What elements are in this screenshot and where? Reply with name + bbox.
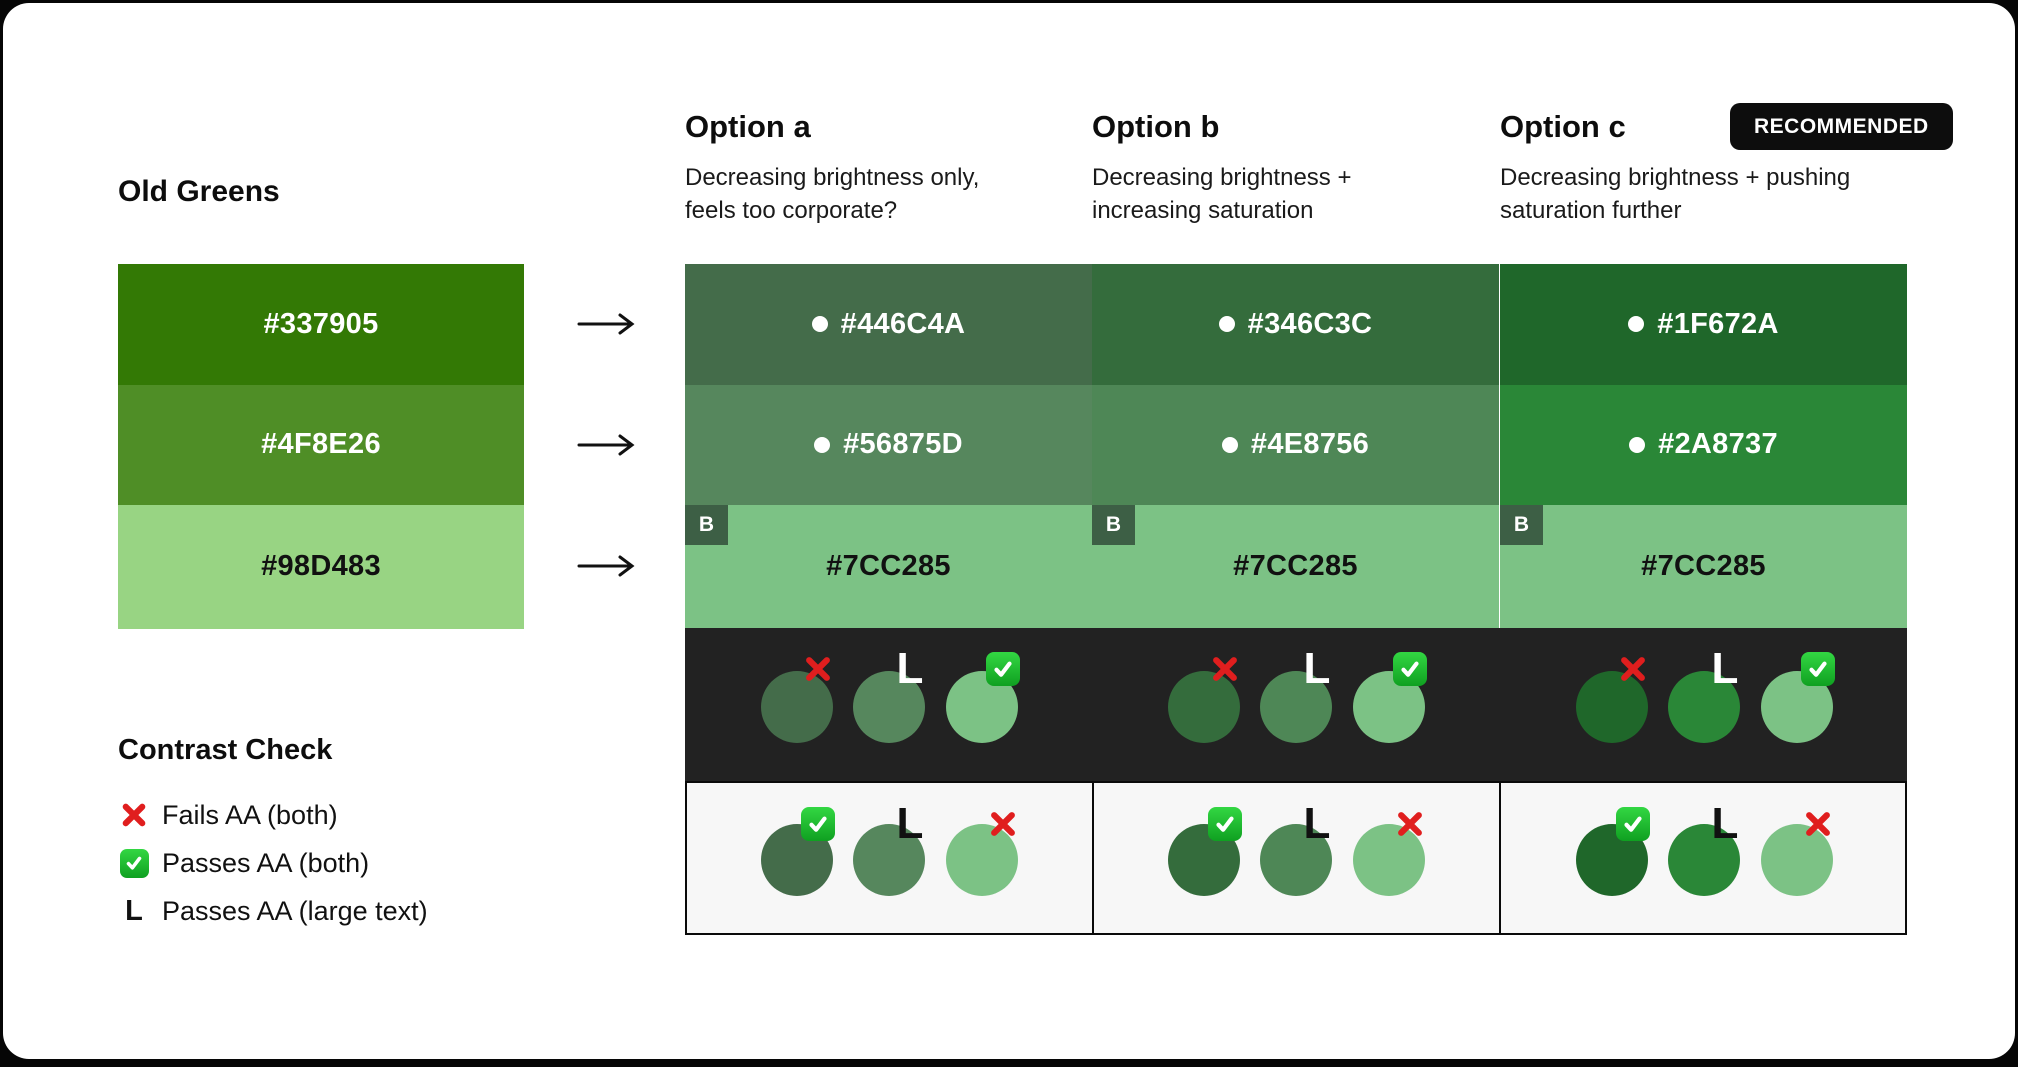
fail-icon [986, 807, 1020, 841]
contrast-check-legend: Contrast Check Fails AA (both) Passes AA… [118, 734, 428, 935]
hex-label: #56875D [843, 428, 963, 461]
base-badge: B [685, 505, 728, 545]
legend-item-passes-large: L Passes AA (large text) [118, 887, 428, 935]
legend-label: Fails AA (both) [162, 799, 338, 830]
large-text-marker: L [1711, 644, 1739, 693]
swatch-cell: B #7CC285 [1092, 505, 1499, 629]
contrast-circle [1260, 824, 1332, 896]
pass-icon [1801, 652, 1835, 686]
option-a-description: Decreasing brightness only, feels too co… [685, 164, 980, 224]
bullet-dot-icon [1221, 436, 1238, 453]
bullet-dot-icon [811, 316, 828, 333]
dark-contrast-panel: L L L [685, 628, 1907, 781]
large-text-marker: L [896, 644, 924, 693]
option-c-swatches: #1F672A #2A8737 B #7CC285 [1500, 264, 1907, 629]
bullet-dot-icon [1629, 436, 1646, 453]
contrast-circle [1668, 671, 1740, 743]
large-text-marker: L [125, 894, 143, 927]
contrast-circle [853, 671, 925, 743]
swatch-cell: #56875D [685, 384, 1092, 505]
option-b-swatches: #346C3C #4E8756 B #7CC285 [1092, 264, 1499, 629]
hex-label: #7CC285 [826, 550, 951, 583]
fail-icon [1393, 807, 1427, 841]
large-text-marker: L [1303, 644, 1331, 693]
bullet-dot-icon [1218, 316, 1235, 333]
hex-label: #446C4A [840, 307, 966, 340]
legend-label: Passes AA (large text) [162, 895, 428, 926]
contrast-circle [1668, 824, 1740, 896]
swatch-cell: B #7CC285 [1500, 505, 1907, 629]
swatch-cell: #446C4A [685, 264, 1092, 385]
hex-label: #98D483 [261, 550, 381, 583]
arrow-right-icon [577, 434, 637, 456]
hex-label: #7CC285 [1641, 550, 1766, 583]
option-a-swatches: #446C4A #56875D B #7CC285 [685, 264, 1092, 629]
palette-card: Old Greens #337905 #4F8E26 #98D483 Optio… [3, 3, 2015, 1059]
hex-label: #4F8E26 [261, 428, 381, 461]
contrast-circle [1353, 824, 1425, 896]
hex-label: #1F672A [1657, 307, 1779, 340]
option-b-title: Option b [1092, 109, 1220, 144]
option-c-title: Option c [1500, 109, 1626, 144]
old-swatch-3: #98D483 [118, 505, 524, 629]
bullet-dot-icon [1628, 316, 1645, 333]
legend-item-passes: Passes AA (both) [118, 839, 428, 887]
pass-icon [118, 848, 150, 878]
pass-icon [986, 652, 1020, 686]
swatch-cell: B #7CC285 [685, 505, 1092, 629]
bullet-dot-icon [814, 436, 831, 453]
arrow-right-icon [577, 555, 637, 577]
legend-title: Contrast Check [118, 734, 333, 766]
fail-icon [801, 652, 835, 686]
recommended-badge: RECOMMENDED [1730, 103, 1953, 150]
panel-divider [1092, 783, 1094, 933]
hex-label: #2A8737 [1658, 428, 1778, 461]
contrast-circle [1761, 824, 1833, 896]
swatch-cell: #2A8737 [1500, 384, 1907, 505]
option-a-title: Option a [685, 109, 811, 144]
contrast-circle [1260, 671, 1332, 743]
hex-label: #346C3C [1247, 307, 1373, 340]
fail-icon [118, 801, 150, 829]
hex-label: #337905 [263, 307, 379, 340]
hex-label: #7CC285 [1233, 550, 1358, 583]
base-badge: B [1500, 505, 1543, 545]
swatch-cell: #1F672A [1500, 264, 1907, 385]
contrast-circle [1576, 671, 1648, 743]
large-text-marker: L [1303, 799, 1331, 848]
arrow-right-icon [577, 313, 637, 335]
pass-icon [1616, 807, 1650, 841]
option-c-description: Decreasing brightness + pushing saturati… [1500, 164, 1851, 224]
legend-label: Passes AA (both) [162, 847, 370, 878]
swatch-cell: #346C3C [1092, 264, 1499, 385]
pass-icon [801, 807, 835, 841]
old-swatch-2: #4F8E26 [118, 384, 524, 505]
contrast-circle [1168, 671, 1240, 743]
fail-icon [1208, 652, 1242, 686]
old-swatch-1: #337905 [118, 264, 524, 385]
contrast-circle [946, 824, 1018, 896]
fail-icon [1616, 652, 1650, 686]
panel-divider [1499, 783, 1501, 933]
old-greens-title: Old Greens [118, 175, 280, 208]
large-text-marker: L [1711, 799, 1739, 848]
light-contrast-panel: L L L [685, 781, 1907, 935]
contrast-circle [761, 671, 833, 743]
old-greens-swatches: #337905 #4F8E26 #98D483 [118, 264, 524, 629]
pass-icon [1393, 652, 1427, 686]
option-b-description: Decreasing brightness + increasing satur… [1092, 164, 1352, 224]
legend-item-fails: Fails AA (both) [118, 791, 428, 839]
fail-icon [1801, 807, 1835, 841]
contrast-circle [853, 824, 925, 896]
swatch-cell: #4E8756 [1092, 384, 1499, 505]
base-badge: B [1092, 505, 1135, 545]
hex-label: #4E8756 [1250, 428, 1370, 461]
large-text-marker: L [896, 799, 924, 848]
pass-icon [1208, 807, 1242, 841]
